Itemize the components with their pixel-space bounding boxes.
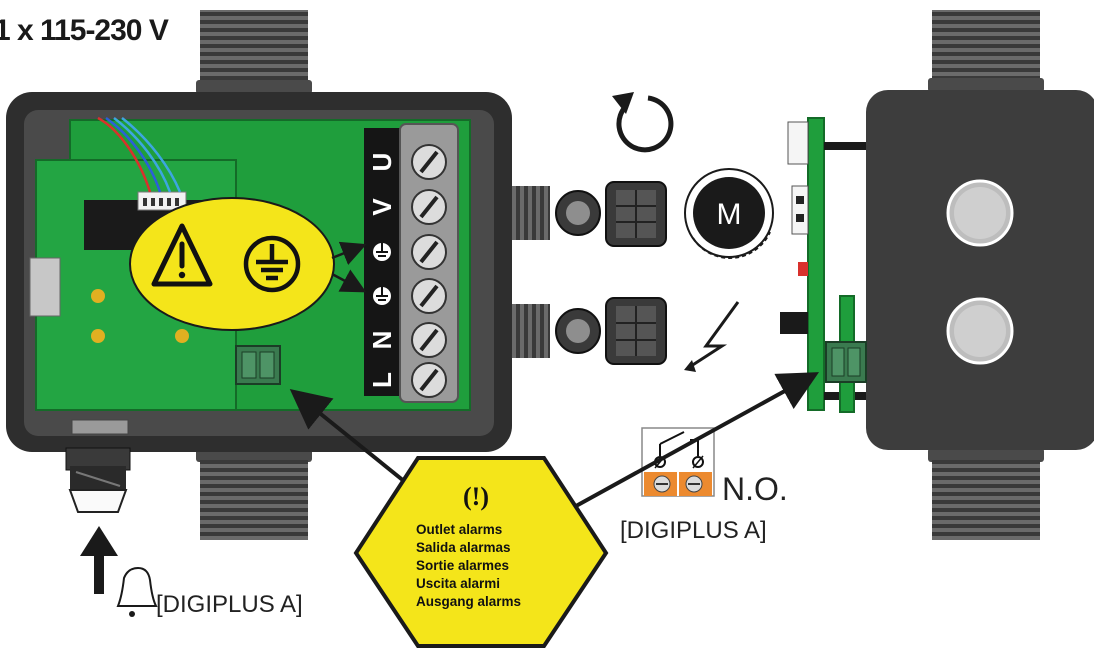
plug-motor (605, 181, 667, 247)
terminal-letter-u: U (367, 153, 397, 172)
relay-model-label: [DIGIPLUS A] (620, 517, 767, 544)
terminal-label-strip (364, 128, 400, 396)
terminal-screws (411, 144, 447, 398)
alarm-arrow-left (289, 388, 422, 496)
cable-gland-motor (512, 186, 550, 240)
top-fitting-left (200, 10, 308, 82)
ground-icon (243, 235, 301, 293)
plug-signal (605, 297, 667, 365)
lightning-icon (684, 301, 740, 372)
ground-terminal-icon-1 (373, 243, 391, 261)
alarm-output-badge: (!) Outlet alarms Salida alarmas Sortie … (353, 456, 609, 648)
alarm-line-fr: Sortie alarmes (416, 558, 509, 573)
terminal-letter-l: L (367, 372, 397, 388)
ground-terminal-icon-2 (373, 287, 391, 305)
relay-type-label: N.O. (722, 471, 788, 507)
control-box-left: U V N L (6, 10, 601, 540)
warning-icon (151, 223, 213, 287)
control-box-right (780, 10, 1094, 540)
alarm-line-en: Outlet alarms (416, 522, 502, 537)
housing-right (866, 90, 1094, 450)
bottom-fitting-left (200, 460, 308, 540)
earth-warning-badge (129, 197, 335, 331)
terminal-letter-n: N (367, 331, 397, 350)
power-supply-label: 1 x 115-230 V (0, 14, 169, 47)
motor-label: M (717, 198, 742, 231)
alarm-line-it: Uscita alarmi (416, 576, 500, 591)
side-circuit-board (807, 117, 825, 411)
buzzer-model-label: [DIGIPLUS A] (156, 591, 303, 618)
bell-icon (116, 566, 158, 617)
alarm-line-es: Salida alarmas (416, 540, 511, 555)
cable-gland-signal (512, 304, 550, 358)
alarm-arrow-right (575, 372, 820, 508)
alarm-symbol: (!) (463, 482, 489, 511)
alarm-line-de: Ausgang alarms (416, 594, 521, 609)
terminal-letter-v: V (367, 198, 397, 216)
rotation-icon (612, 92, 674, 153)
buzzer-arrow (80, 526, 118, 594)
motor-icon: M (684, 168, 774, 259)
